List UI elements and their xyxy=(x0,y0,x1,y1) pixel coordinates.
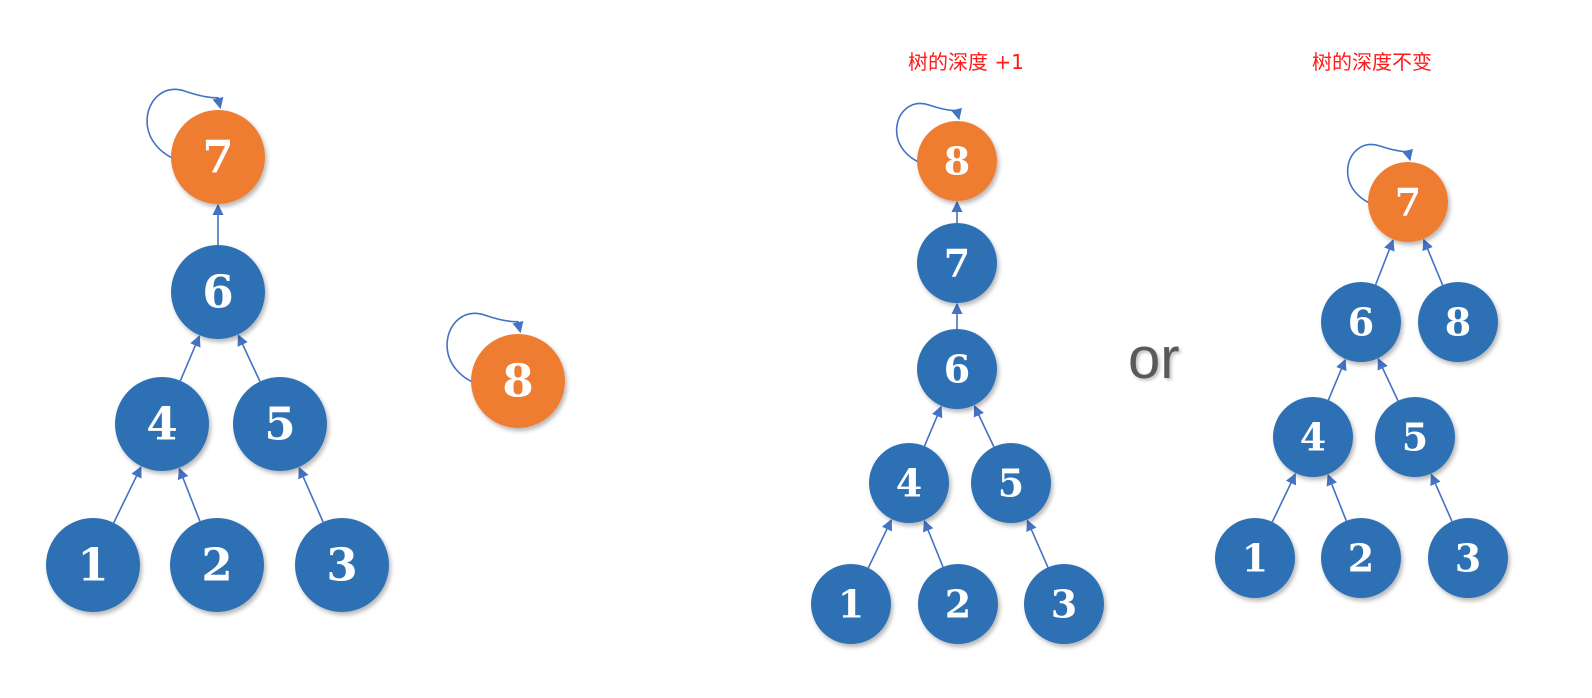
left-tree-node-circle-5 xyxy=(233,377,327,471)
right-tree-node-1: 1 xyxy=(1215,518,1295,598)
middle-tree-node-circle-7 xyxy=(917,223,997,303)
middle-tree-node-4: 4 xyxy=(869,443,949,523)
right-tree-node-circle-1 xyxy=(1215,518,1295,598)
middle-tree-node-5: 5 xyxy=(971,443,1051,523)
middle-tree-edge-m4-to-m6 xyxy=(923,405,943,447)
left-tree-node-label-1: 1 xyxy=(77,539,108,592)
right-tree-node-label-2: 2 xyxy=(1348,536,1374,581)
left-tree-edge-l3-to-l5 xyxy=(298,466,324,523)
left-tree-edge-l1-to-l4 xyxy=(112,466,142,524)
middle-tree-node-circle-6 xyxy=(917,329,997,409)
middle-tree-node-circle-4 xyxy=(869,443,949,523)
right-tree-node-circle-2 xyxy=(1321,518,1401,598)
right-tree-node-circle-8 xyxy=(1418,282,1498,362)
middle-tree-node-label-7: 7 xyxy=(944,241,970,286)
left-tree-node-5: 5 xyxy=(233,377,327,471)
middle-tree-node-3: 3 xyxy=(1024,564,1104,644)
middle-tree-self-loop-8 xyxy=(895,102,962,168)
right-tree-node-label-5: 5 xyxy=(1402,415,1428,460)
right-tree-node-6: 6 xyxy=(1321,282,1401,362)
middle-tree-node-7: 7 xyxy=(917,223,997,303)
right-tree-node-5: 5 xyxy=(1375,397,1455,477)
right-tree-edge-r5-to-r6 xyxy=(1377,358,1399,402)
right-tree-node-circle-7 xyxy=(1368,162,1448,242)
lone-tree-self-loop-8 xyxy=(446,312,524,389)
right-tree-edge-r3-to-r5 xyxy=(1430,473,1453,522)
right-tree-edge-r2-to-r4 xyxy=(1326,474,1348,522)
right-tree-edge-r1-to-r4 xyxy=(1271,472,1297,523)
middle-tree-node-6: 6 xyxy=(917,329,997,409)
middle-tree-node-label-4: 4 xyxy=(896,461,922,506)
lone-tree-node-label-8: 8 xyxy=(502,355,533,408)
left-tree-node-label-6: 6 xyxy=(202,266,233,319)
left-tree-node-circle-7 xyxy=(171,110,265,204)
right-tree-node-label-6: 6 xyxy=(1348,300,1374,345)
left-tree-node-2: 2 xyxy=(170,518,264,612)
middle-tree-node-label-2: 2 xyxy=(945,582,971,627)
middle-tree-node-circle-1 xyxy=(811,564,891,644)
middle-tree-node-label-3: 3 xyxy=(1051,582,1077,627)
lone-tree-node-8: 8 xyxy=(446,312,565,428)
left-tree-node-circle-3 xyxy=(295,518,389,612)
left-tree-node-circle-6 xyxy=(171,245,265,339)
right-tree-edge-r6-to-r7 xyxy=(1374,239,1395,286)
left-tree-node-label-5: 5 xyxy=(264,398,295,451)
left-tree-node-circle-1 xyxy=(46,518,140,612)
middle-tree-node-circle-8 xyxy=(917,121,997,201)
right-tree-node-7: 7 xyxy=(1346,143,1448,242)
left-tree-node-label-7: 7 xyxy=(202,131,233,184)
edges-layer xyxy=(112,200,1453,569)
left-tree-edge-l2-to-l4 xyxy=(177,467,201,522)
right-tree-node-2: 2 xyxy=(1321,518,1401,598)
right-tree-self-loop-7 xyxy=(1346,143,1413,209)
right-tree-node-8: 8 xyxy=(1418,282,1498,362)
left-tree-node-label-4: 4 xyxy=(146,398,177,451)
left-tree-edge-l5-to-l6 xyxy=(237,334,261,382)
right-tree-edge-r8-to-r7 xyxy=(1422,238,1444,286)
right-tree-node-3: 3 xyxy=(1428,518,1508,598)
left-tree-node-label-3: 3 xyxy=(326,539,357,592)
middle-tree-node-label-5: 5 xyxy=(998,461,1024,506)
left-tree-node-circle-4 xyxy=(115,377,209,471)
right-tree-node-circle-4 xyxy=(1273,397,1353,477)
middle-tree-node-8: 8 xyxy=(895,102,997,201)
middle-tree-node-label-6: 6 xyxy=(944,347,970,392)
middle-tree-node-circle-3 xyxy=(1024,564,1104,644)
right-tree-node-circle-3 xyxy=(1428,518,1508,598)
left-tree-node-4: 4 xyxy=(115,377,209,471)
right-tree-node-circle-5 xyxy=(1375,397,1455,477)
caption-depth-unchanged: 树的深度不变 xyxy=(1312,50,1432,74)
left-tree-node-3: 3 xyxy=(295,518,389,612)
right-tree-node-label-4: 4 xyxy=(1300,415,1326,460)
right-tree-node-circle-6 xyxy=(1321,282,1401,362)
right-tree-edge-r4-to-r6 xyxy=(1327,358,1347,401)
right-tree-node-label-1: 1 xyxy=(1242,536,1268,581)
middle-tree-edge-m2-to-m4 xyxy=(922,519,944,568)
caption-depth-plus-one: 树的深度 +1 xyxy=(908,50,1024,74)
middle-tree-node-2: 2 xyxy=(918,564,998,644)
right-tree-node-label-3: 3 xyxy=(1455,536,1481,581)
middle-tree-node-circle-5 xyxy=(971,443,1051,523)
lone-tree-node-circle-8 xyxy=(471,334,565,428)
middle-tree-node-circle-2 xyxy=(918,564,998,644)
middle-tree-node-1: 1 xyxy=(811,564,891,644)
middle-tree-edge-m1-to-m4 xyxy=(867,518,893,569)
left-tree-self-loop-7 xyxy=(146,88,224,165)
right-tree-node-label-7: 7 xyxy=(1395,180,1421,225)
right-tree-node-label-8: 8 xyxy=(1445,300,1471,345)
left-tree-node-1: 1 xyxy=(46,518,140,612)
or-separator: or xyxy=(1128,326,1180,391)
left-tree-node-circle-2 xyxy=(170,518,264,612)
left-tree-node-label-2: 2 xyxy=(201,539,232,592)
right-tree-node-4: 4 xyxy=(1273,397,1353,477)
middle-tree-node-label-1: 1 xyxy=(838,582,864,627)
left-tree-node-6: 6 xyxy=(171,245,265,339)
left-tree-edge-l4-to-l6 xyxy=(179,335,201,382)
middle-tree-edge-m3-to-m5 xyxy=(1026,519,1049,568)
middle-tree-node-label-8: 8 xyxy=(944,139,970,184)
nodes-layer: 7 6 4 5 1 2 3 8 8 7 6 4 5 1 2 3 7 6 8 4 5 1 2 3 xyxy=(46,88,1508,644)
left-tree-node-7: 7 xyxy=(146,88,265,204)
middle-tree-edge-m5-to-m6 xyxy=(973,405,995,448)
